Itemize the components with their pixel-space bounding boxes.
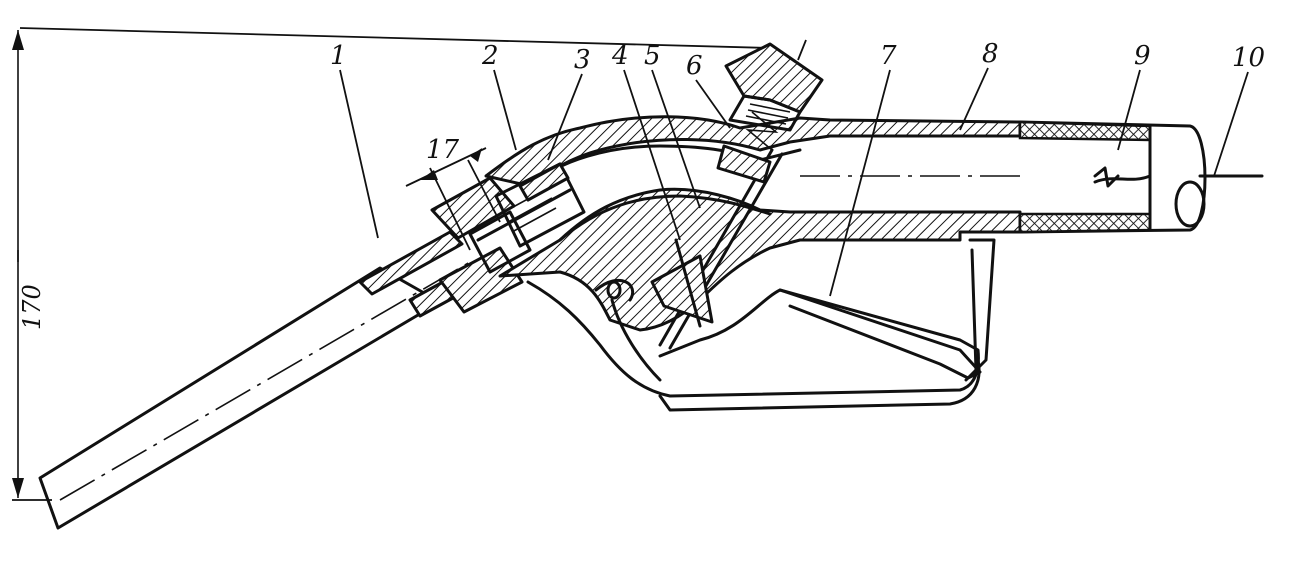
hose-connector [1018, 120, 1264, 234]
callout-5: 5 [644, 41, 661, 71]
spout-coupling [430, 176, 532, 314]
callout-9: 9 [1134, 41, 1151, 71]
callout-17: 17 [426, 135, 460, 165]
check-valve [476, 162, 586, 248]
trigger-guard [778, 238, 996, 382]
trigger-lever [526, 278, 981, 412]
callout-leaders [339, 39, 1249, 297]
height-dimension: 170 [12, 27, 771, 501]
callout-6: 6 [686, 51, 703, 81]
dimension-17 [405, 147, 501, 251]
valve-cap [724, 42, 824, 132]
callout-3: 3 [574, 45, 591, 75]
callout-2: 2 [481, 41, 499, 71]
stem-guide [650, 238, 714, 328]
nozzle-body [484, 115, 1022, 332]
callout-labels: 1 2 3 4 5 6 7 8 9 10 17 [330, 39, 1265, 165]
callout-8: 8 [982, 39, 999, 69]
spout-pipe [38, 230, 488, 530]
callout-1: 1 [330, 41, 347, 71]
height-dimension-label: 170 [18, 284, 46, 330]
callout-4: 4 [611, 41, 629, 71]
callout-7: 7 [880, 41, 897, 71]
callout-10: 10 [1232, 43, 1265, 73]
